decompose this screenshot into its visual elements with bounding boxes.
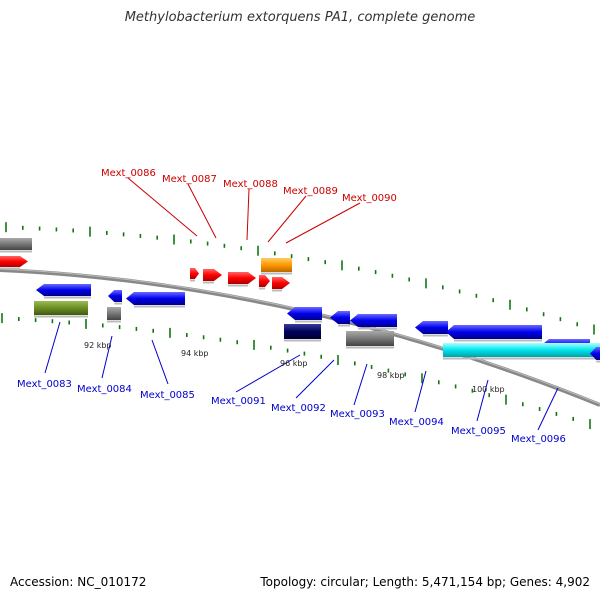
gene-feature-red[interactable] <box>272 277 290 289</box>
label-leader-line <box>235 354 301 393</box>
gene-feature-red[interactable] <box>203 269 222 281</box>
gene-label-mext_0094[interactable]: Mext_0094 <box>389 417 444 428</box>
kbp-tick-label: 98 kbp <box>377 371 405 380</box>
gene-feature-blue[interactable] <box>36 284 91 296</box>
gene-feature-navy[interactable] <box>284 324 321 339</box>
gene-label-mext_0090[interactable]: Mext_0090 <box>342 193 397 204</box>
gene-label-mext_0091[interactable]: Mext_0091 <box>211 396 266 407</box>
gene-feature-blue[interactable] <box>446 325 542 339</box>
label-leader-line <box>187 183 217 239</box>
gene-feature-gray[interactable] <box>107 307 121 320</box>
gene-feature-red[interactable] <box>0 256 28 267</box>
label-leader-line <box>127 177 198 237</box>
gene-feature-orange[interactable] <box>261 258 292 272</box>
gene-label-mext_0089[interactable]: Mext_0089 <box>283 186 338 197</box>
gene-feature-blue[interactable] <box>415 321 448 334</box>
gene-feature-blue[interactable] <box>126 292 185 305</box>
gene-feature-blue[interactable] <box>590 347 600 360</box>
gene-label-mext_0083[interactable]: Mext_0083 <box>17 379 72 390</box>
gene-feature-blue[interactable] <box>330 311 350 324</box>
label-leader-line <box>267 195 307 243</box>
gene-label-mext_0093[interactable]: Mext_0093 <box>330 409 385 420</box>
gene-label-mext_0095[interactable]: Mext_0095 <box>451 426 506 437</box>
kbp-tick-label: 100 kbp <box>472 385 505 394</box>
gene-label-mext_0085[interactable]: Mext_0085 <box>140 390 195 401</box>
label-leader-line <box>285 202 361 244</box>
gene-feature-red[interactable] <box>228 272 256 284</box>
gene-label-mext_0086[interactable]: Mext_0086 <box>101 168 156 179</box>
label-leader-line <box>151 339 169 385</box>
kbp-tick-label: 94 kbp <box>181 349 209 358</box>
label-leader-line <box>246 188 250 241</box>
gene-label-mext_0087[interactable]: Mext_0087 <box>162 174 217 185</box>
gene-feature-cyan[interactable] <box>443 343 600 357</box>
label-leader-line <box>44 321 61 374</box>
gene-label-mext_0088[interactable]: Mext_0088 <box>223 179 278 190</box>
label-leader-line <box>101 335 113 379</box>
label-leader-line <box>353 363 368 406</box>
label-leader-line <box>414 370 427 413</box>
label-leader-line <box>295 359 335 399</box>
gene-feature-blue[interactable] <box>350 314 397 327</box>
gene-label-mext_0092[interactable]: Mext_0092 <box>271 403 326 414</box>
gene-feature-blue[interactable] <box>287 307 322 320</box>
kbp-tick-label: 92 kbp <box>84 341 112 350</box>
gene-feature-gray[interactable] <box>0 238 32 250</box>
gene-feature-blue[interactable] <box>108 290 122 302</box>
genome-title: Methylobacterium extorquens PA1, complet… <box>124 10 476 25</box>
accession-label: Accession: NC_010172 <box>10 575 147 589</box>
genome-summary-label: Topology: circular; Length: 5,471,154 bp… <box>260 575 590 589</box>
gene-label-mext_0084[interactable]: Mext_0084 <box>77 384 132 395</box>
label-leader-line <box>537 387 559 431</box>
gene-feature-red[interactable] <box>190 268 199 279</box>
label-leader-line <box>476 379 489 422</box>
gene-label-mext_0096[interactable]: Mext_0096 <box>511 434 566 445</box>
gene-feature-olive[interactable] <box>34 301 88 315</box>
gene-feature-gray[interactable] <box>346 331 394 346</box>
kbp-tick-label: 96 kbp <box>280 359 308 368</box>
gene-feature-red[interactable] <box>259 275 270 287</box>
